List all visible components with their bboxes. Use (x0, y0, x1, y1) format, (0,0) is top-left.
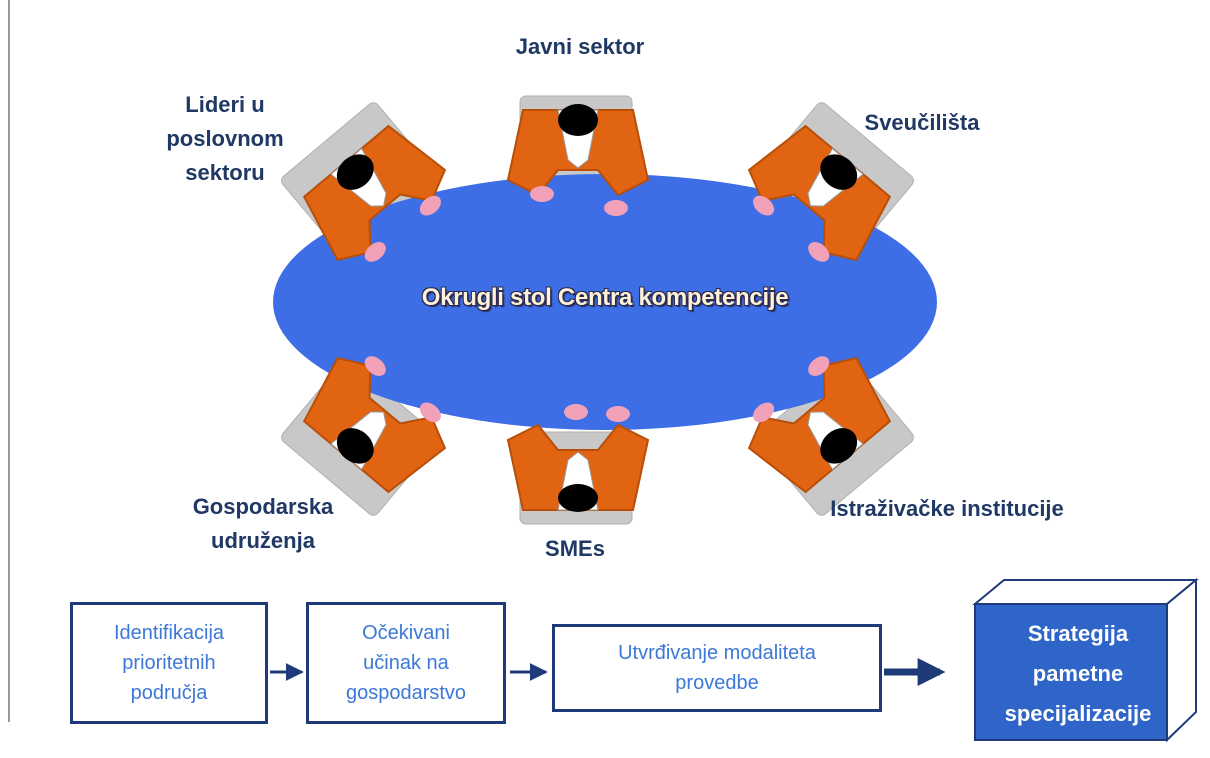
table-title: Okrugli stol Centra kompetencije (421, 284, 789, 311)
left-border-line (8, 0, 10, 722)
step-1-line-3: područja (130, 682, 208, 704)
process-step-expected-impact: Očekivani učinak na gospodarstvo (306, 602, 506, 724)
result-line-2: pametne (1032, 661, 1124, 686)
participant-label-top-left-line-2: poslovnom (166, 126, 284, 151)
person-bottom-left-icon (302, 356, 447, 494)
person-top-right-icon (747, 124, 892, 262)
step-2-line-3: gospodarstvo (345, 682, 467, 704)
participant-label-bottom-left-line-1: Gospodarska (192, 494, 334, 519)
step-1-line-1: Identifikacija (113, 622, 225, 644)
step-3-line-2: provedbe (675, 672, 759, 694)
step-1-line-2: prioritetnih (122, 652, 216, 674)
person-top-left-icon (302, 124, 447, 262)
step-2-line-1: Očekivani (362, 622, 450, 644)
people (302, 104, 892, 512)
participant-label-top-left-line-3: sektoru (185, 160, 265, 185)
person-bottom-right-icon (747, 356, 892, 494)
person-bottom-icon (506, 404, 650, 512)
result-line-1: Strategija (1027, 621, 1129, 646)
participant-label-bottom-left-line-2: udruženja (211, 528, 315, 553)
participant-label-top-right: Sveučilišta (842, 106, 1002, 140)
step-3-line-1: Utvrđivanje modaliteta (618, 642, 816, 664)
participant-label-top: Javni sektor (480, 30, 680, 64)
participant-label-bottom-right-line-1: Istraživačke institucije (830, 496, 1064, 521)
step-2-line-2: učinak na (363, 652, 449, 674)
process-step-identification: Identifikacija prioritetnih područja (70, 602, 268, 724)
person-top-icon (506, 104, 650, 216)
round-table (273, 174, 937, 430)
result-box-top-face (972, 579, 1199, 605)
participant-label-bottom-right: Istraživačke institucije (792, 492, 1102, 526)
participant-label-bottom-line-1: SMEs (545, 536, 605, 561)
participant-label-top-left: Lideri u poslovnom sektoru (140, 88, 310, 190)
participant-label-top-left-line-1: Lideri u (185, 92, 265, 117)
participant-label-bottom-left: Gospodarska udruženja (168, 490, 358, 558)
participant-label-bottom: SMEs (520, 532, 630, 566)
result-box-front-face (974, 603, 1168, 741)
strategy-result-label: Strategija pametne specijalizacije (978, 614, 1178, 734)
strategy-result-box (972, 577, 1199, 743)
participant-label-top-right-line-1: Sveučilišta (864, 110, 980, 135)
process-step-modalities: Utvrđivanje modaliteta provedbe (552, 624, 882, 712)
participant-label-top-line-1: Javni sektor (515, 34, 645, 59)
result-line-3: specijalizacije (1004, 701, 1152, 726)
